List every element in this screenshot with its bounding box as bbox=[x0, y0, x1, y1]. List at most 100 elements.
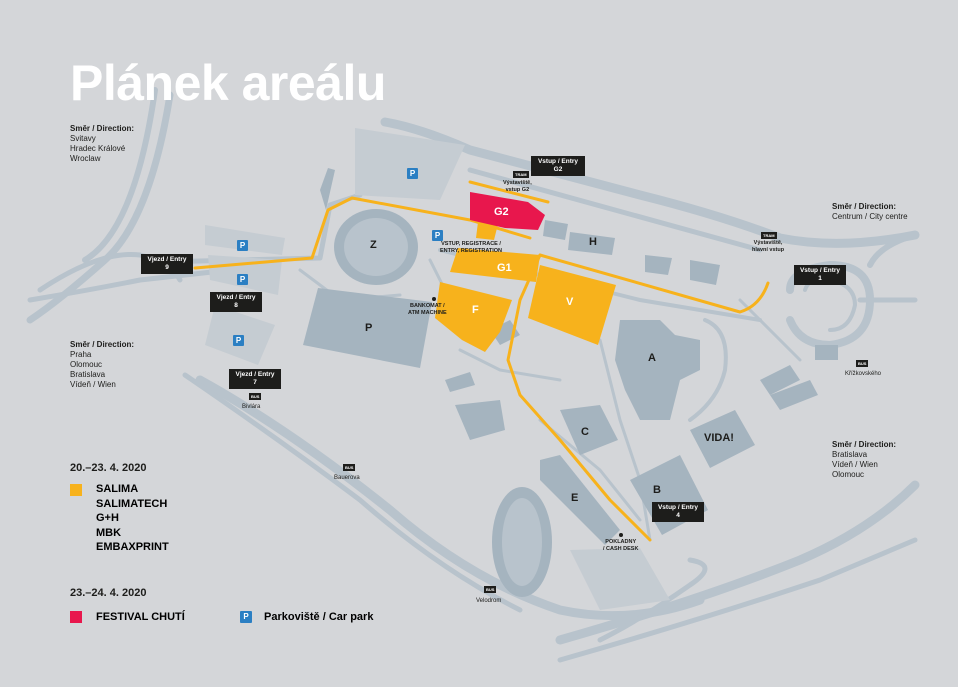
yellow-halls bbox=[435, 222, 616, 352]
mid-building-2 bbox=[455, 400, 505, 440]
tram-stop-g2: Výstaviště, vstup G2 bbox=[503, 180, 532, 193]
lot-north bbox=[355, 128, 465, 200]
road-internal-5 bbox=[538, 418, 642, 522]
page-title: Plánek areálu bbox=[70, 55, 386, 111]
hall-g2 bbox=[470, 192, 545, 230]
north-strip bbox=[320, 168, 335, 210]
road-north bbox=[380, 117, 920, 248]
tram-icon: TRAM bbox=[513, 171, 529, 178]
hall-vida-label: VIDA! bbox=[704, 432, 734, 444]
entry-7-tag[interactable]: Vjezd / Entry 7 bbox=[229, 369, 281, 389]
hall-g2-link bbox=[476, 222, 498, 240]
direction-west: Směr / Direction: Praha Olomouc Bratisla… bbox=[70, 340, 135, 389]
stop-bivlava: Bivlára bbox=[242, 404, 261, 410]
road-west-exit bbox=[27, 267, 233, 303]
hall-e-label: E bbox=[571, 492, 579, 504]
atm-marker bbox=[432, 297, 436, 301]
hall-g1-label: G1 bbox=[497, 262, 512, 274]
pavilion-h-2 bbox=[543, 220, 568, 240]
parking-icon: P bbox=[233, 335, 244, 346]
hall-f-label: F bbox=[472, 304, 479, 316]
pavilion-e bbox=[540, 455, 620, 545]
east-building-5 bbox=[815, 345, 838, 360]
road-east-inner bbox=[803, 276, 857, 332]
pavilion-vida bbox=[690, 410, 755, 468]
hall-c-label: C bbox=[581, 426, 589, 438]
hall-p-label: P bbox=[365, 322, 373, 334]
road-internal-6 bbox=[738, 298, 802, 362]
road-west-curve-2 bbox=[82, 87, 158, 263]
pavilion-h-1 bbox=[568, 232, 615, 255]
parking-icon: P bbox=[432, 230, 443, 241]
east-building-1 bbox=[645, 255, 672, 275]
route-north bbox=[468, 180, 550, 204]
roads bbox=[26, 87, 920, 663]
direction-north-west: Směr / Direction: Svitavy Hradec Králové… bbox=[70, 124, 135, 163]
cash-desk-label: POKLADNY / CASH DESK bbox=[603, 539, 639, 552]
legend-date-1: 20.–23. 4. 2020 bbox=[70, 462, 147, 474]
road-south-east bbox=[555, 480, 920, 645]
bus-icon: BUS bbox=[249, 393, 262, 400]
road-south-west-2 bbox=[182, 372, 523, 613]
legend-event-2: FESTIVAL CHUTÍ bbox=[96, 611, 185, 623]
registration-label: VSTUP, REGISTRACE / ENTRY, REGISTRATION bbox=[440, 241, 503, 254]
parking-icon: P bbox=[237, 274, 248, 285]
tram-stop-main: Výstaviště, hlavní vstup bbox=[752, 240, 785, 253]
east-building-3 bbox=[760, 365, 800, 395]
road-internal-4 bbox=[598, 338, 652, 542]
tram-icon: TRAM bbox=[761, 232, 777, 239]
road-north-inner bbox=[467, 167, 763, 253]
pavilion-z-inner bbox=[344, 218, 408, 276]
entry-1-tag[interactable]: Vstup / Entry 1 bbox=[794, 265, 846, 285]
hall-b-label: B bbox=[653, 484, 661, 496]
parking-lots bbox=[205, 128, 670, 610]
hall-h-label: H bbox=[589, 236, 597, 248]
stop-velodrom: Velodrom bbox=[476, 598, 502, 604]
hall-a-label: A bbox=[648, 352, 656, 364]
road-internal-3 bbox=[458, 348, 562, 382]
pavilion-c bbox=[560, 405, 618, 455]
road-south-west bbox=[195, 375, 705, 621]
buildings bbox=[303, 168, 838, 597]
direction-south-east: Směr / Direction: Bratislava Vídeň / Wie… bbox=[832, 440, 897, 479]
legend-date-2: 23.–24. 4. 2020 bbox=[70, 587, 147, 599]
legend-parking: Parkoviště / Car park bbox=[264, 611, 374, 623]
entry-9-tag[interactable]: Vjezd / Entry 9 bbox=[141, 254, 193, 274]
entry-8-tag[interactable]: Vjezd / Entry 8 bbox=[210, 292, 262, 312]
road-west-curve bbox=[26, 91, 174, 324]
pavilion-p bbox=[303, 288, 432, 368]
road-south-loop bbox=[597, 557, 708, 643]
hall-v-label: V bbox=[566, 296, 574, 308]
entry-g2-tag[interactable]: Vstup / Entry G2 bbox=[531, 156, 585, 176]
hall-g2-label: G2 bbox=[494, 206, 509, 218]
bus-icon: BUS bbox=[856, 360, 869, 367]
lot-south-1 bbox=[570, 548, 670, 610]
bus-icon: BUS bbox=[343, 464, 356, 471]
road-east-ring bbox=[688, 318, 728, 422]
east-building-2 bbox=[690, 260, 720, 285]
cash-desk-marker bbox=[619, 533, 623, 537]
route-south bbox=[506, 253, 652, 542]
east-building-4 bbox=[770, 380, 818, 410]
atm-label: BANKOMAT / ATM MACHINE bbox=[408, 303, 447, 316]
legend-festival-swatch bbox=[70, 611, 82, 623]
route-east bbox=[538, 253, 770, 314]
stop-bauerova: Bauerova bbox=[334, 475, 360, 481]
pavilion-b bbox=[630, 455, 708, 535]
entry-4-tag[interactable]: Vstup / Entry 4 bbox=[652, 502, 704, 522]
pavilion-a-wing bbox=[640, 395, 665, 420]
road-south-east-2 bbox=[557, 537, 918, 663]
hall-f bbox=[435, 282, 512, 352]
legend-parking-icon: P bbox=[240, 611, 252, 623]
legend-events-1: SALIMA SALIMATECH G+H MBK EMBAXPRINT bbox=[96, 483, 169, 553]
velodrome-inner bbox=[502, 498, 542, 586]
hall-v bbox=[528, 265, 616, 345]
mid-building-1 bbox=[445, 372, 475, 392]
bus-icon: BUS bbox=[484, 586, 497, 593]
direction-east: Směr / Direction: Centrum / City centre bbox=[832, 202, 908, 221]
hall-z-label: Z bbox=[370, 239, 377, 251]
hall-g1 bbox=[450, 248, 540, 282]
parking-icon: P bbox=[407, 168, 418, 179]
parking-icon: P bbox=[237, 240, 248, 251]
